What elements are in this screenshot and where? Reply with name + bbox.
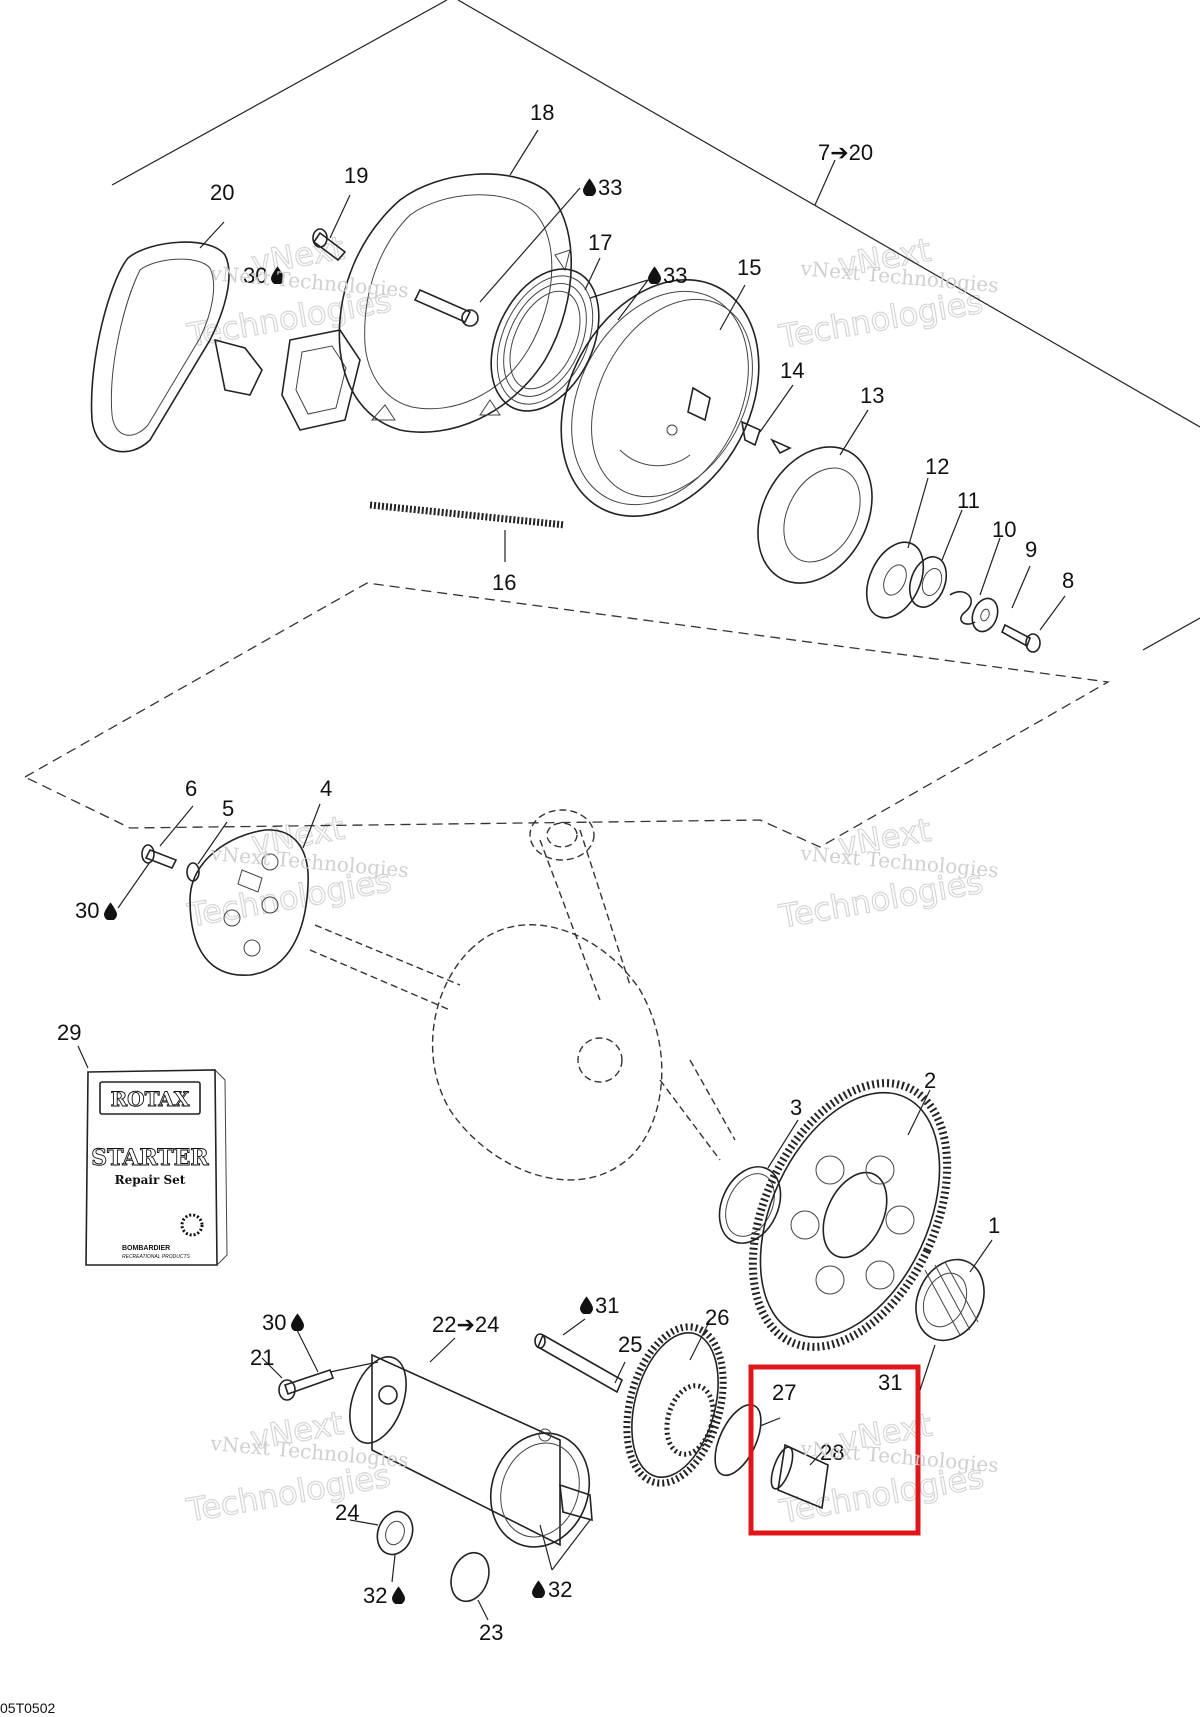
manual-footer-2: RECREATIONAL PRODUCTS (122, 1254, 191, 1260)
callout-32-b: 32 (548, 1577, 572, 1602)
callout-10: 10 (992, 517, 1016, 542)
callout-16: 16 (492, 570, 516, 595)
oil-drop-icon (580, 1296, 593, 1314)
intermediate-shaft (534, 1333, 624, 1394)
starter-rope (369, 501, 566, 562)
callout-33-a: 33 (598, 175, 622, 200)
callout-33-b: 33 (663, 263, 687, 288)
manual-brand: ROTAX (111, 1087, 190, 1111)
callout-27: 27 (772, 1380, 796, 1405)
callout-8: 8 (1062, 568, 1074, 593)
oil-drop-icon (648, 266, 661, 284)
callout-30-c: 30 (262, 1310, 286, 1335)
manual-seal-icon (180, 1213, 204, 1237)
oil-drop-icon (392, 1586, 405, 1604)
oil-drop-icon (583, 178, 596, 196)
callout-11: 11 (957, 488, 980, 513)
rope-guide (281, 329, 361, 431)
figure-code: 05T0502 (0, 1700, 55, 1716)
oil-seal-24 (376, 1510, 414, 1556)
oil-drop-icon (104, 902, 117, 920)
assembly-outline-lower (23, 582, 1110, 848)
starter-housing (338, 173, 573, 433)
manual-footer-1: BOMBARDIER (122, 1245, 170, 1252)
callout-31-b: 31 (878, 1370, 902, 1395)
callout-3: 3 (790, 1095, 802, 1120)
callout-9: 9 (1025, 537, 1037, 562)
callout-26: 26 (705, 1305, 729, 1330)
callout-25: 25 (618, 1332, 642, 1357)
needle-bearing (915, 1258, 985, 1342)
callout-12: 12 (925, 454, 949, 479)
washer-12 (865, 541, 925, 619)
washer-5 (186, 862, 200, 882)
o-ring-23 (450, 1551, 490, 1603)
o-ring-3 (718, 1166, 782, 1244)
callout-15: 15 (737, 255, 761, 280)
spacer-11 (908, 556, 948, 608)
callout-23: 23 (479, 1620, 503, 1645)
callout-30-b: 30 (75, 898, 99, 923)
starter-motor (349, 1353, 593, 1548)
washer-9 (971, 597, 999, 633)
repair-manual: ROTAX STARTER Repair Set BOMBARDIER RECR… (85, 1069, 228, 1266)
callout-24: 24 (335, 1500, 359, 1525)
pawl-lock (757, 438, 873, 584)
callout-20: 20 (210, 180, 234, 205)
callout-7-20: 7➔20 (818, 140, 873, 165)
intermediate-gear (623, 1323, 727, 1487)
bushing-28 (770, 1443, 829, 1510)
callout-30-a: 30 (243, 263, 267, 288)
pawl (740, 420, 761, 447)
manual-subtitle: Repair Set (115, 1173, 186, 1187)
screw-19 (312, 228, 347, 262)
bolt-21 (278, 1368, 335, 1401)
washer-27 (714, 1403, 762, 1477)
callout-18: 18 (530, 100, 554, 125)
starter-drive-gear (748, 1079, 952, 1351)
callout-22-24: 22➔24 (432, 1312, 499, 1337)
callout-labels: 20 19 18 33 17 33 15 7➔20 30 14 13 12 11… (57, 100, 1074, 1645)
callout-2: 2 (924, 1068, 936, 1093)
oil-drop-icon (532, 1580, 545, 1598)
cover-plate (189, 829, 309, 976)
rope-pulley (560, 279, 760, 517)
callout-19: 19 (344, 163, 368, 188)
callout-14: 14 (780, 358, 804, 383)
callout-31-a: 31 (595, 1293, 619, 1318)
leader-lines (77, 129, 1066, 1621)
callout-17: 17 (588, 230, 612, 255)
assembly-outline-upper (111, 0, 1200, 651)
manual-title: STARTER (91, 1145, 209, 1171)
bolt-6 (141, 844, 178, 870)
callout-28: 28 (820, 1440, 844, 1465)
callout-13: 13 (860, 383, 884, 408)
recoil-spring (490, 268, 600, 412)
crankshaft (309, 809, 736, 1181)
callout-21: 21 (250, 1345, 274, 1370)
spring-clip-10 (949, 590, 976, 625)
callout-6: 6 (185, 776, 197, 801)
callout-4: 4 (320, 776, 332, 801)
callout-1: 1 (988, 1213, 1000, 1238)
callout-29: 29 (57, 1020, 81, 1045)
bolt-8 (1000, 623, 1041, 653)
watermark-text: Technologies (776, 283, 986, 356)
oil-drop-icon (291, 1313, 304, 1331)
highlight-box (748, 1364, 921, 1536)
callout-5: 5 (222, 796, 234, 821)
callout-32-a: 32 (363, 1583, 387, 1608)
